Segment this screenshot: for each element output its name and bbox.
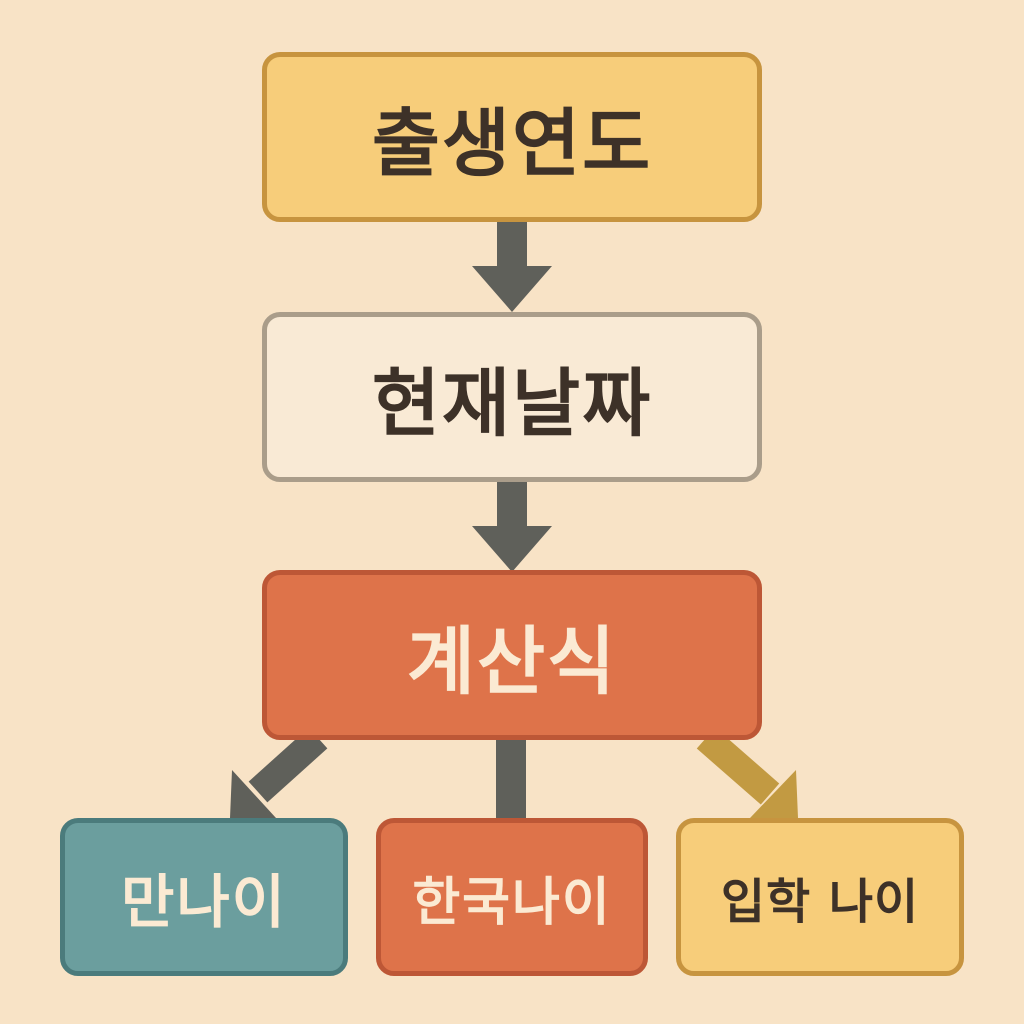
arrow-formula-to-korean-age	[496, 736, 526, 818]
korean-age-label: 한국나이	[412, 872, 612, 933]
international-age-node: 만나이	[60, 818, 348, 976]
formula-label: 계산식	[406, 618, 618, 705]
school-age-node: 입학 나이	[676, 818, 964, 976]
international-age-label: 만나이	[120, 868, 288, 936]
school-age-label: 입학 나이	[720, 874, 920, 930]
arrow-formula-to-man-age	[230, 727, 328, 818]
birth-year-label: 출생연도	[371, 100, 653, 187]
formula-node: 계산식	[262, 570, 762, 740]
korean-age-node: 한국나이	[376, 818, 648, 976]
arrow-birth-to-today	[472, 218, 552, 312]
arrow-today-to-formula	[472, 478, 552, 572]
birth-year-node: 출생연도	[262, 52, 762, 222]
current-date-node: 현재날짜	[262, 312, 762, 482]
current-date-label: 현재날짜	[371, 360, 653, 447]
arrow-formula-to-school-age	[696, 727, 798, 818]
